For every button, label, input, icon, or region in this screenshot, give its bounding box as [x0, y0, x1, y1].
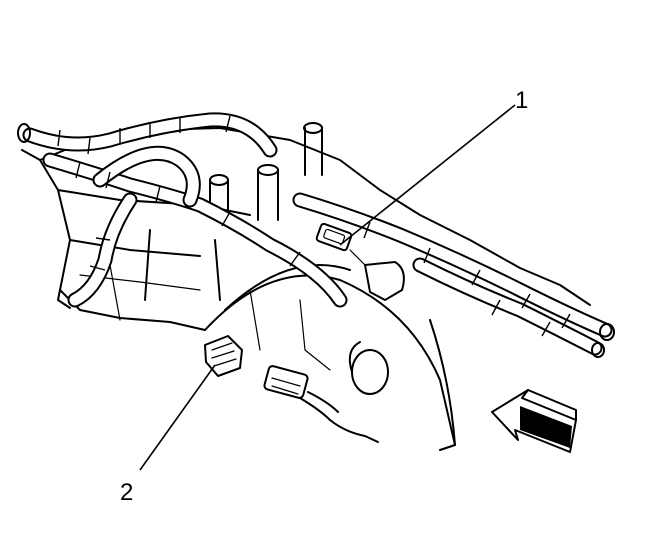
- pigtail-connector: [263, 365, 379, 443]
- callout-2: 2: [120, 364, 216, 506]
- connector-1: [315, 222, 405, 301]
- callout-1-leader: [339, 104, 516, 246]
- main-wiring-harness: [22, 112, 613, 356]
- throttle-body-port: [348, 341, 389, 395]
- callout-1: 1: [339, 87, 528, 246]
- connector-2: [204, 335, 243, 377]
- callout-2-label: 2: [120, 479, 133, 506]
- harness-wire-ends: [17, 123, 615, 358]
- direction-arrow-icon: [491, 389, 577, 453]
- callout-1-label: 1: [515, 87, 528, 114]
- callout-2-leader: [139, 364, 216, 471]
